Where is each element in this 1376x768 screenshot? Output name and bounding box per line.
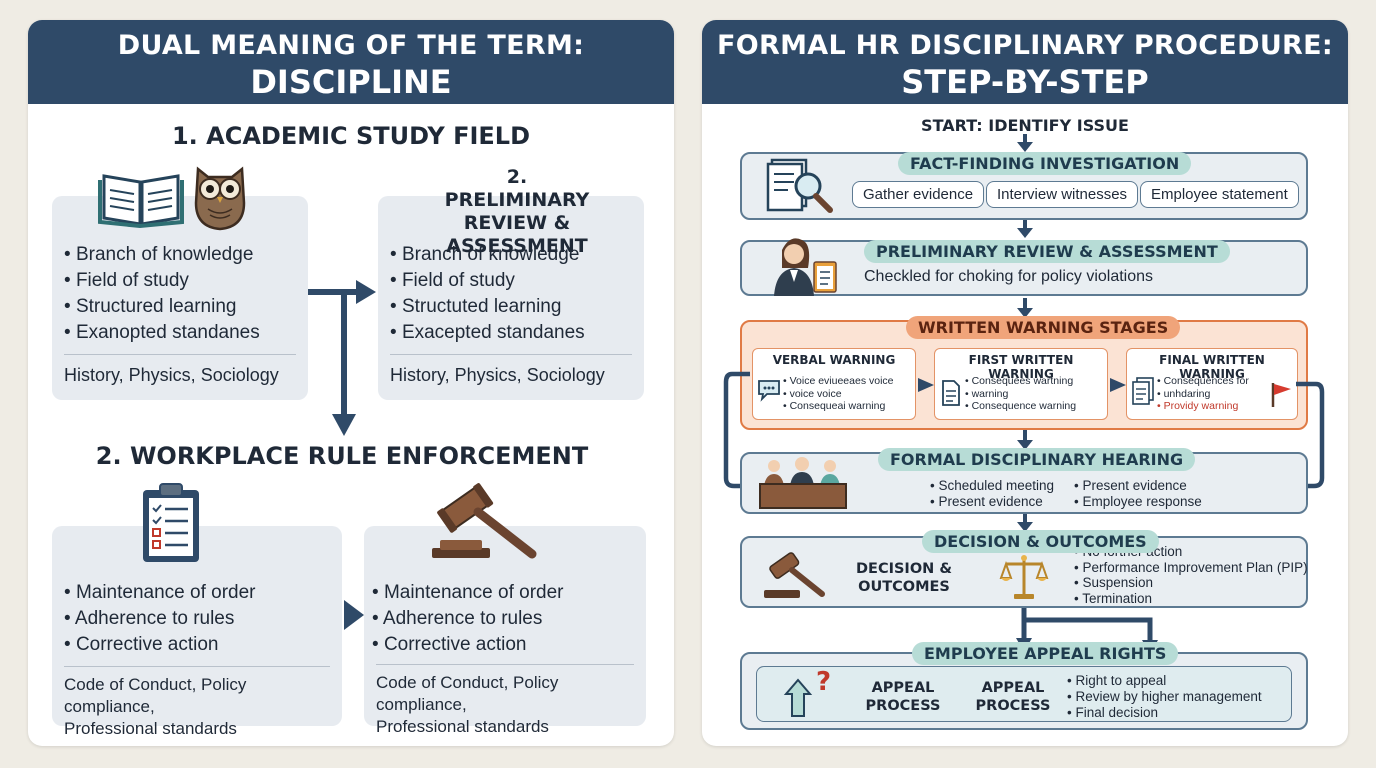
flow-arrow-icon bbox=[308, 280, 376, 436]
appeal-title: EMPLOYEE APPEAL RIGHTS bbox=[912, 642, 1179, 665]
list-item: Maintenance of order bbox=[64, 580, 256, 606]
stacked-documents-icon bbox=[1132, 377, 1154, 405]
workplace-card-2: Maintenance of order Adherence to rules … bbox=[364, 526, 646, 736]
verbal-warning-list: Voice eviueeaes voice voice voice Conseq… bbox=[783, 375, 894, 413]
section2-title: 2. WORKPLACE RULE ENFORCEMENT bbox=[95, 442, 589, 470]
list-item: Field of study bbox=[390, 268, 585, 294]
warning-stages-title: WRITTEN WARNING STAGES bbox=[906, 316, 1181, 339]
appeal-step: APPEAL PROCESS APPEAL PROCESS Right to a… bbox=[740, 652, 1308, 730]
review-card: Branch of knowledge Field of study Struc… bbox=[378, 196, 644, 400]
list-item: Exanopted standanes bbox=[64, 320, 260, 346]
decision-label: DECISION & OUTCOMES bbox=[856, 561, 952, 595]
arrow-right-icon bbox=[918, 378, 934, 392]
left-panel: DUAL MEANING OF THE TERM: DISCIPLINE 1. … bbox=[28, 20, 674, 746]
appeal-arrow-question-icon: ? bbox=[783, 667, 831, 717]
review-card-list: Branch of knowledge Field of study Struc… bbox=[390, 242, 585, 346]
review-examples: History, Physics, Sociology bbox=[390, 365, 605, 385]
list-item: Branch of knowledge bbox=[390, 242, 585, 268]
book-icon bbox=[98, 174, 184, 229]
appeal-process-label-1: APPEAL PROCESS bbox=[865, 680, 941, 714]
list-item: Branch of knowledge bbox=[64, 242, 260, 268]
workplace-card-2-list: Maintenance of order Adherence to rules … bbox=[372, 580, 564, 658]
clipboard-checklist-icon bbox=[143, 483, 199, 562]
right-panel-header: FORMAL HR DISCIPLINARY PROCEDURE: STEP-B… bbox=[702, 20, 1348, 104]
right-panel: FORMAL HR DISCIPLINARY PROCEDURE: STEP-B… bbox=[702, 20, 1348, 746]
appeal-inner-box: APPEAL PROCESS APPEAL PROCESS Right to a… bbox=[756, 666, 1292, 722]
section1-title: 1. ACADEMIC STUDY FIELD bbox=[171, 122, 531, 150]
owl-icon bbox=[194, 166, 246, 231]
appeal-list: Right to appeal Review by higher managem… bbox=[1067, 673, 1261, 721]
workplace-card-list: Maintenance of order Adherence to rules … bbox=[64, 580, 256, 658]
hearing-list-2: Present evidence Employee response bbox=[1074, 478, 1201, 510]
gavel-icon bbox=[764, 552, 825, 598]
hearing-list-1: Scheduled meeting Present evidence bbox=[930, 478, 1054, 510]
review-card-title: 2. PRELIMINARY REVIEW & ASSESSMENT bbox=[444, 166, 590, 257]
right-title-line2: STEP-BY-STEP bbox=[901, 63, 1149, 101]
hearing-panel-icon bbox=[759, 457, 847, 509]
decision-outcomes-list: No forther action Performance Improvemen… bbox=[1074, 544, 1307, 606]
document-magnifier-icon bbox=[766, 158, 833, 213]
red-flag-icon bbox=[1271, 383, 1291, 407]
arrow-down-icon bbox=[1017, 298, 1033, 318]
list-item: Corrective action bbox=[372, 632, 564, 658]
review-text: Checkled for choking for policy violatio… bbox=[864, 268, 1154, 285]
list-item: Adherence to rules bbox=[64, 606, 256, 632]
workplace-examples: Code of Conduct, Policy compliance, Prof… bbox=[64, 675, 247, 738]
left-panel-header: DUAL MEANING OF THE TERM: DISCIPLINE bbox=[28, 20, 674, 104]
academic-card: Branch of knowledge Field of study Struc… bbox=[52, 196, 308, 400]
reviewer-person-icon bbox=[774, 238, 837, 296]
chip-gather-evidence: Gather evidence bbox=[852, 181, 985, 208]
decision-title: DECISION & OUTCOMES bbox=[922, 530, 1159, 553]
chip-interview-witnesses: Interview witnesses bbox=[986, 181, 1139, 208]
review-title: PRELIMINARY REVIEW & ASSESSMENT bbox=[864, 240, 1230, 263]
right-title-line1: FORMAL HR DISCIPLINARY PROCEDURE: bbox=[717, 30, 1333, 61]
list-item: Maintenance of order bbox=[372, 580, 564, 606]
first-written-warning-list: Consequees wartning warning Consequence … bbox=[965, 375, 1077, 413]
arrow-right-icon bbox=[1110, 378, 1126, 392]
scales-icon bbox=[999, 555, 1049, 599]
arrow-down-icon bbox=[1017, 514, 1033, 532]
left-title-line2: DISCIPLINE bbox=[250, 63, 452, 101]
workplace-2-examples: Code of Conduct, Policy compliance, Prof… bbox=[376, 673, 559, 736]
academic-card-list: Branch of knowledge Field of study Struc… bbox=[64, 242, 260, 346]
divider bbox=[64, 354, 296, 355]
arrow-down-icon bbox=[1017, 220, 1033, 238]
list-item: Structured learning bbox=[64, 294, 260, 320]
fact-finding-title: FACT-FINDING INVESTIGATION bbox=[898, 152, 1192, 175]
list-item: Adherence to rules bbox=[372, 606, 564, 632]
final-written-warning-list: Consequences for unhdaring Providy warni… bbox=[1157, 375, 1249, 413]
list-item: Structuted learning bbox=[390, 294, 585, 320]
gavel-icon bbox=[432, 483, 537, 559]
divider bbox=[390, 354, 632, 355]
left-title-line1: DUAL MEANING OF THE TERM: bbox=[117, 30, 585, 61]
arrow-right-icon bbox=[344, 600, 364, 630]
speech-bubble-icon bbox=[758, 380, 780, 402]
verbal-warning-title: VERBAL WARNING bbox=[772, 353, 896, 367]
start-label: START: IDENTIFY ISSUE bbox=[921, 116, 1129, 135]
list-item: Corrective action bbox=[64, 632, 256, 658]
divider bbox=[376, 664, 634, 665]
appeal-process-label-2: APPEAL PROCESS bbox=[975, 680, 1051, 714]
svg-text:?: ? bbox=[816, 667, 831, 697]
chip-employee-statement: Employee statement bbox=[1140, 181, 1299, 208]
final-written-warning-card: FINAL WRITTEN WARNING Consequences for u… bbox=[1126, 348, 1298, 420]
first-written-warning-card: FIRST WRITTEN WARNING Consequees wartnin… bbox=[934, 348, 1108, 420]
list-item: Exacepted standanes bbox=[390, 320, 585, 346]
divider bbox=[64, 666, 330, 667]
hearing-title: FORMAL DISCIPLINARY HEARING bbox=[878, 448, 1196, 471]
verbal-warning-card: VERBAL WARNING Voice eviueeaes voice voi… bbox=[752, 348, 916, 420]
arrow-down-icon bbox=[1017, 430, 1033, 450]
document-icon bbox=[942, 380, 960, 406]
list-item: Field of study bbox=[64, 268, 260, 294]
academic-examples: History, Physics, Sociology bbox=[64, 365, 279, 385]
arrow-down-icon bbox=[1017, 134, 1033, 152]
